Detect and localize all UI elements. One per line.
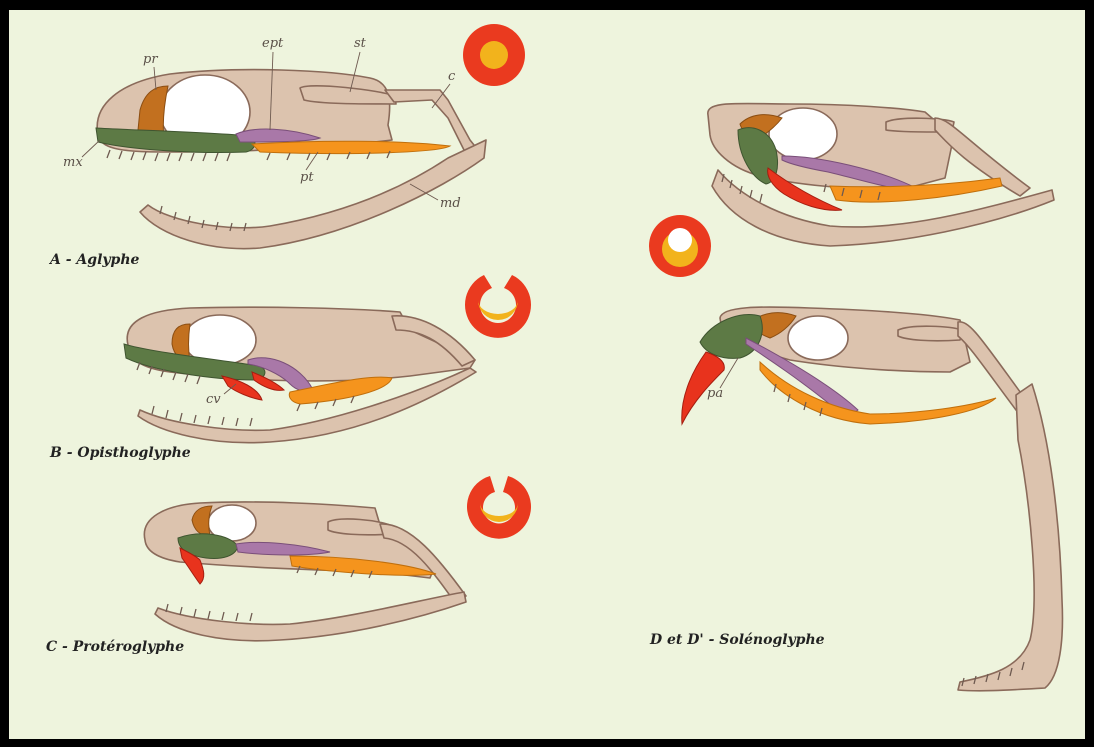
label-pa: pa — [707, 386, 723, 401]
skull-a-pterygoid — [252, 141, 450, 153]
section-c-canal-tooth — [467, 476, 531, 539]
skull-dp-mandible — [958, 384, 1062, 691]
skull-b-opisthoglyphe: cv — [124, 307, 476, 442]
section-b-grooved-tooth — [465, 275, 531, 338]
snake-dentition-diagram: .bone { fill: #dcc3ae; stroke: #8a6a5a; … — [9, 10, 1085, 739]
skull-a-aglyphe — [96, 70, 486, 249]
caption-c: C - Protéroglyphe — [46, 639, 184, 655]
label-pr: pr — [143, 52, 158, 67]
label-st: st — [354, 36, 367, 51]
label-c: c — [448, 69, 456, 84]
leader-mx — [82, 140, 100, 157]
skull-c-proteroglyphe — [144, 502, 466, 641]
label-mx: mx — [63, 155, 83, 170]
skull-dp-maxilla — [700, 314, 762, 358]
section-d-hollow-fang — [649, 215, 711, 277]
label-pt: pt — [300, 170, 314, 185]
section-a-aglyph-tooth — [463, 24, 525, 86]
caption-b: B - Opisthoglyphe — [49, 445, 191, 461]
label-cv: cv — [206, 392, 221, 407]
skull-a-mandible — [140, 140, 486, 249]
skull-dp-orbit — [788, 316, 848, 360]
label-md: md — [440, 196, 461, 211]
skull-dp-supratemporal — [898, 326, 962, 341]
leader-pt — [306, 152, 318, 170]
skull-d-orbit — [769, 108, 837, 160]
caption-d: D et D' - Solénoglyphe — [649, 632, 825, 648]
caption-a: A - Aglyphe — [48, 252, 139, 268]
label-ept: ept — [262, 36, 284, 51]
skull-c-mandible — [155, 592, 466, 641]
skull-d-solenoglyphe-closed — [708, 104, 1054, 246]
